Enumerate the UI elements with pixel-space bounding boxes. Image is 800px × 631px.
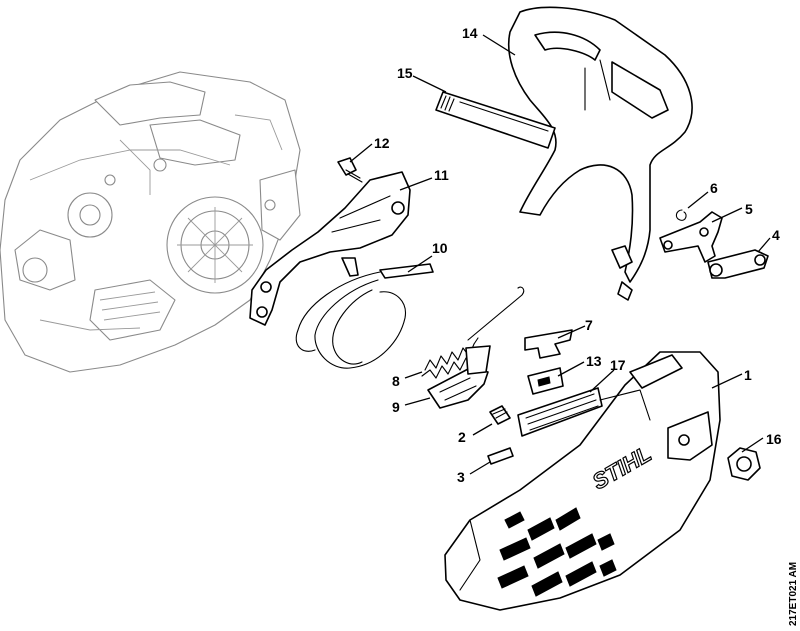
callout-16: 16 — [766, 431, 782, 447]
pad — [517, 387, 603, 437]
sleeve — [487, 447, 514, 465]
brake-lever — [249, 171, 411, 326]
guard-strip — [435, 91, 556, 149]
screw — [337, 157, 363, 183]
drawing-reference: 217ET021 AM — [788, 562, 799, 626]
callout-10: 10 — [432, 240, 448, 256]
circlip — [675, 209, 687, 221]
callout-1: 1 — [744, 367, 752, 383]
callout-15: 15 — [397, 65, 413, 81]
hand-guard — [507, 6, 693, 301]
callout-5: 5 — [745, 201, 753, 217]
callout-13: 13 — [586, 353, 602, 369]
hex-nut — [727, 447, 761, 481]
callout-3: 3 — [457, 469, 465, 485]
cover-vents — [497, 507, 617, 597]
callout-9: 9 — [392, 399, 400, 415]
callout-2: 2 — [458, 429, 466, 445]
callout-6: 6 — [710, 180, 718, 196]
brake-block — [427, 345, 491, 409]
callout-labels: 1 2 3 4 5 6 7 8 9 10 11 12 13 14 15 16 1… — [374, 25, 782, 485]
pin-short — [489, 405, 511, 425]
brake-band — [295, 263, 434, 369]
callout-17: 17 — [610, 357, 626, 373]
callout-14: 14 — [462, 25, 478, 41]
lever — [707, 249, 769, 279]
callout-11: 11 — [434, 167, 449, 183]
sprocket-cover: STIHL — [444, 351, 721, 611]
callout-8: 8 — [392, 373, 400, 389]
engine-housing — [0, 71, 301, 373]
callout-12: 12 — [374, 135, 390, 151]
lever-plate — [659, 211, 723, 263]
callout-4: 4 — [772, 227, 780, 243]
stop-block — [527, 367, 564, 395]
callout-7: 7 — [585, 317, 593, 333]
spring-hook — [467, 286, 525, 341]
leader-lines — [349, 34, 771, 475]
